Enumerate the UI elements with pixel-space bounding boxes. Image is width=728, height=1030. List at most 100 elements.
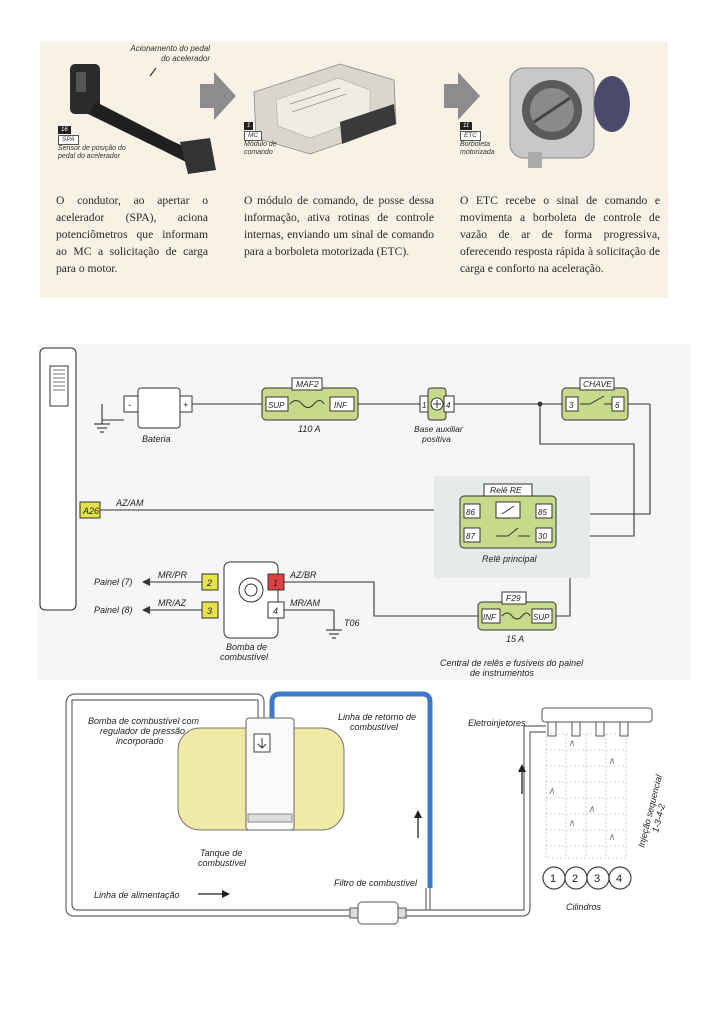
- ground-symbol-battery: [94, 423, 110, 433]
- etc-desc-1: Borboleta: [460, 141, 490, 148]
- injectors-icons: [547, 721, 629, 737]
- cylinder-1: 1: [550, 873, 556, 885]
- maf2-sup: SUP: [268, 401, 285, 410]
- return-line: [269, 691, 433, 910]
- maf2-fuse-icon: [289, 400, 325, 408]
- base-pin1: 1: [422, 401, 426, 410]
- fuel-system-diagram: /\ /\ /\ /\ /\ /\ 1 2 3 4 Bomba de combu…: [65, 691, 667, 925]
- pump-pin3: 3: [207, 606, 212, 616]
- top-illustrations: [70, 63, 630, 174]
- supply-label: Linha de alimentação: [94, 890, 180, 900]
- relay-87: 87: [466, 532, 475, 541]
- pump-f29-wire: [284, 581, 478, 617]
- mr-am-label: MR/AM: [290, 598, 321, 608]
- flow-arrow-1: [200, 72, 236, 120]
- az-am-label: AZ/AM: [115, 498, 144, 508]
- mr-az-label: MR/AZ: [158, 598, 187, 608]
- painel7-arrow-icon: [142, 578, 150, 586]
- pump-motor-icon: [238, 577, 264, 603]
- filter-label: Filtro de combustível: [334, 878, 418, 888]
- cylinder-circles: [542, 866, 632, 890]
- pulse-4: /\: [589, 807, 594, 814]
- pump-reg-label-1: Bomba de combustível com: [88, 716, 200, 726]
- relay-label: Relê principal: [482, 554, 538, 564]
- mc-desc-2: comando: [244, 149, 273, 156]
- mc-caption: O módulo de comando, de posse dessa info…: [244, 194, 434, 258]
- pump-pin4: 4: [273, 606, 278, 616]
- fuel-filter-icon: [357, 901, 399, 925]
- pedal-pointer-arrow: [149, 67, 157, 77]
- a26-pin: [79, 501, 101, 519]
- pump-reg-label-3: incorporado: [116, 736, 164, 746]
- ecu-block: [39, 347, 77, 611]
- base-label-2: positiva: [421, 434, 451, 444]
- spa-number: 16: [58, 126, 71, 134]
- t06-label: T06: [344, 618, 360, 628]
- injection-timing-grid: [545, 733, 627, 859]
- spa-code: SPA: [58, 135, 79, 145]
- battery-neg: -: [128, 400, 131, 410]
- throttle-body-image: [509, 67, 630, 168]
- fuel-rail-icon: [541, 707, 653, 723]
- tank-label-1: Tanque de: [200, 848, 242, 858]
- etc-tag: 11 ETC Borboleta motorizada: [460, 122, 495, 157]
- etc-desc-2: motorizada: [460, 149, 495, 156]
- chave-pin6: 6: [615, 401, 620, 410]
- supply-line: [65, 693, 546, 917]
- az-br-label: AZ/BR: [289, 570, 317, 580]
- pulse-1: /\: [569, 741, 574, 748]
- injectors-label: Eletroinjetores: [468, 718, 526, 728]
- relay-tag: Relê RE: [490, 485, 522, 495]
- etc-number: 11: [460, 122, 473, 130]
- spa-desc-1: Sensor de posição do: [58, 145, 126, 152]
- spa-caption: O condutor, ao apertar o acelerador (SPA…: [56, 194, 208, 275]
- pump-pin1: 1: [273, 578, 278, 588]
- spa-desc-2: pedal do acelerador: [58, 153, 120, 160]
- maf2-tag: MAF2: [296, 379, 319, 389]
- maf2-inf: INF: [334, 401, 348, 410]
- feed-relay30-wire: [539, 404, 635, 537]
- wiring-diagram: A26 AZ/AM - + Bateria MAF2 SUP INF 110 A…: [39, 347, 651, 678]
- painel7-label: Painel (7): [94, 577, 133, 587]
- relay-86: 86: [466, 508, 475, 517]
- cylinder-3: 3: [594, 873, 600, 885]
- cylinder-2: 2: [572, 873, 578, 885]
- f29-rating: 15 A: [506, 634, 524, 644]
- battery-pos: +: [183, 400, 188, 410]
- wiring-diagram-panel: A26 AZ/AM - + Bateria MAF2 SUP INF 110 A…: [38, 344, 690, 680]
- mc-desc-1: Módulo de: [244, 141, 277, 148]
- painel8-arrow-icon: [142, 606, 150, 614]
- cylinders-label: Cilindros: [566, 902, 602, 912]
- pulse-6: /\: [609, 835, 614, 842]
- pedal-note-line1: Acionamento do pedal: [130, 44, 210, 53]
- switch-icon: [580, 395, 612, 405]
- mc-number: 1: [244, 122, 254, 130]
- flow-arrow-2: [444, 72, 480, 120]
- pulse-3: /\: [549, 789, 554, 796]
- battery-label: Bateria: [142, 434, 171, 444]
- pedal-note-line2: do acelerador: [161, 54, 210, 63]
- etc-code: ETC: [460, 131, 481, 141]
- f29-tag: F29: [506, 593, 521, 603]
- f29-sup: SUP: [533, 613, 550, 622]
- mr-pr-label: MR/PR: [158, 570, 188, 580]
- pedal-note: Acionamento do pedal do acelerador: [86, 44, 210, 64]
- pulse-5: /\: [569, 821, 574, 828]
- throttle-flow-panel: Acionamento do pedal do acelerador: [40, 42, 668, 298]
- relay-85: 85: [538, 508, 547, 517]
- spa-tag: 16 SPA Sensor de posição do pedal do ace…: [58, 126, 126, 161]
- pump-label-2: combustível: [220, 652, 269, 662]
- accelerator-pedal-image: [70, 64, 216, 174]
- ecu-module-image: [253, 63, 397, 155]
- return-label-2: combustível: [350, 722, 399, 732]
- f29-inf: INF: [483, 613, 497, 622]
- etc-caption: O ETC recebe o sinal de comando e movime…: [460, 194, 660, 275]
- base-label-1: Base auxiliar: [414, 424, 464, 434]
- relay-30: 30: [538, 532, 547, 541]
- mc-code: MC: [244, 131, 263, 141]
- ground-symbol-t06: [326, 629, 342, 639]
- maf2-rating: 110 A: [298, 424, 321, 434]
- relay-contact-icon: [496, 527, 530, 537]
- a26-label: A26: [82, 506, 99, 516]
- pump-label-1: Bomba de: [226, 642, 267, 652]
